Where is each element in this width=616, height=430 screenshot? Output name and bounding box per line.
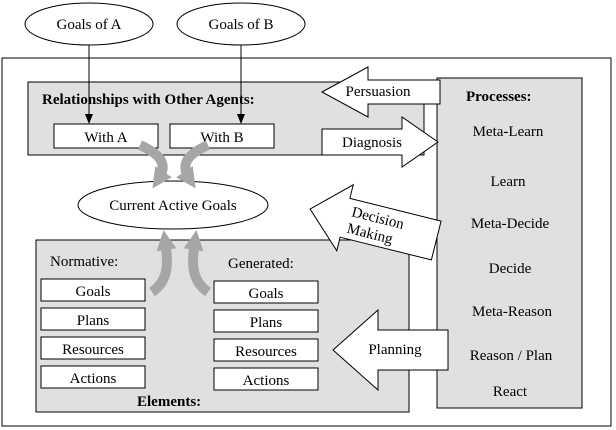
generated-plans: Plans [250,315,283,331]
processes-title: Processes: [466,89,532,105]
current-active-goals-label: Current Active Goals [109,198,237,214]
generated-label: Generated: [228,256,294,272]
process-meta-learn: Meta-Learn [473,124,544,140]
normative-resources: Resources [62,342,124,358]
diagnosis-label: Diagnosis [342,135,402,151]
elements-title: Elements: [137,394,201,410]
curved-arrow-with-b-to-goals [176,140,211,189]
curved-arrow-with-a-to-goals [137,140,172,189]
process-decide: Decide [489,261,532,277]
generated-actions-box [213,367,319,391]
goals-of-b-label: Goals of B [209,17,274,33]
process-meta-decide: Meta-Decide [471,216,550,232]
decision-making-arrow-shape [309,183,442,261]
planning-label: Planning [368,342,422,358]
normative-plans-box [40,307,146,331]
diagnosis-arrow [321,116,439,168]
process-learn: Learn [491,174,526,190]
planning-arrow [332,308,449,392]
processes-panel [436,77,583,409]
normative-resources-box [40,336,146,360]
normative-label: Normative: [50,254,118,270]
normative-goals-box [40,278,146,302]
with-b-box [169,123,275,149]
generated-goals-box [213,280,319,304]
normative-plans: Plans [77,313,110,329]
goals-of-a-label: Goals of A [57,17,122,33]
process-meta-reason: Meta-Reason [472,304,552,320]
generated-goals: Goals [249,286,284,302]
generated-resources-box [213,338,319,362]
persuasion-label: Persuasion [346,84,411,100]
relationships-title: Relationships with Other Agents: [42,92,255,108]
normative-actions: Actions [70,371,117,387]
process-react: React [493,384,528,400]
normative-actions-box [40,365,146,389]
generated-actions: Actions [243,373,290,389]
persuasion-arrow [320,66,441,118]
generated-plans-box [213,309,319,333]
with-b-label: With B [200,130,243,146]
process-reason-plan: Reason / Plan [470,348,553,364]
current-active-goals-node [77,180,269,230]
normative-goals: Goals [76,284,111,300]
generated-resources: Resources [235,344,297,360]
curved-arrow-generated-to-goals [183,230,212,297]
curved-arrow-normative-to-goals [148,230,177,297]
with-a-label: With A [84,130,127,146]
